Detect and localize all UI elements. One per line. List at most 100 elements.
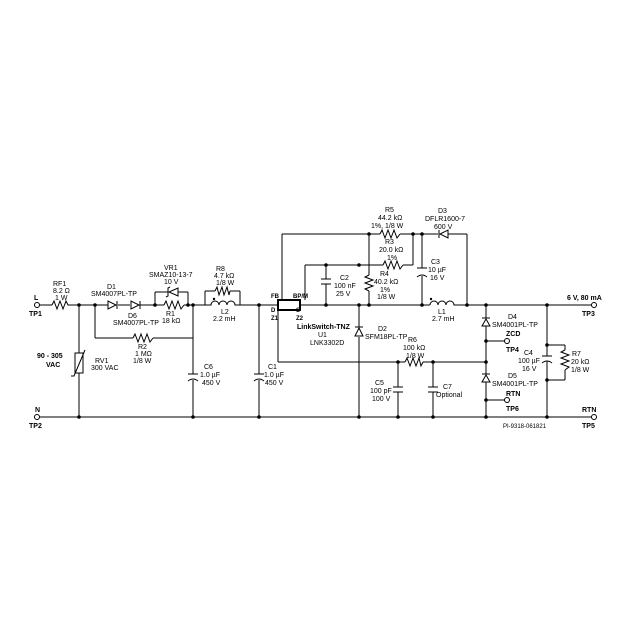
svg-text:D3: D3 xyxy=(438,208,447,215)
svg-text:1 MΩ: 1 MΩ xyxy=(135,351,152,358)
svg-text:VR1: VR1 xyxy=(164,265,178,272)
svg-text:20.0 kΩ: 20.0 kΩ xyxy=(379,247,403,254)
svg-text:16 V: 16 V xyxy=(430,275,445,282)
svg-text:25 V: 25 V xyxy=(336,291,351,298)
svg-text:RV1: RV1 xyxy=(95,358,109,365)
svg-text:C7: C7 xyxy=(443,384,452,391)
svg-text:R8: R8 xyxy=(216,266,225,273)
terminal-id-tp1: TP1 xyxy=(29,311,42,318)
svg-text:8.2 Ω: 8.2 Ω xyxy=(53,288,70,295)
diode-d1: D1 SM4007PL-TP xyxy=(91,284,137,310)
capacitor-c4: C4 100 µF 16 V xyxy=(518,350,553,373)
figure-id: PI-9318-061821 xyxy=(503,424,547,430)
svg-text:VAC: VAC xyxy=(46,362,60,369)
capacitor-c1: C1 1.0 µF 450 V xyxy=(253,364,284,387)
capacitor-c2: C2 100 nF 25 V xyxy=(321,275,356,298)
svg-text:1.0 µF: 1.0 µF xyxy=(264,372,284,379)
output-voltage-label: 6 V, 80 mA xyxy=(567,295,602,302)
zener-vr1: VR1 SMAZ10-13-7 10 V xyxy=(149,265,193,298)
diode-d2: D2 SFM18PL-TP xyxy=(354,326,408,341)
terminal-label-l: L xyxy=(34,295,39,302)
terminal-id-tp3: TP3 xyxy=(582,311,595,318)
ic-u1: FB BP/M D S Z1 Z2 LinkSwitch-TNZ U1 LNK3… xyxy=(271,294,351,347)
svg-text:SM4001PL-TP: SM4001PL-TP xyxy=(492,381,538,388)
svg-text:100 µF: 100 µF xyxy=(518,358,540,365)
terminal-label-n: N xyxy=(35,407,40,414)
varistor-rv1: RV1 300 VAC xyxy=(71,349,119,377)
inductor-l1: L1 2.7 mH xyxy=(429,297,456,323)
terminal-tp6: RTN TP6 xyxy=(504,391,520,413)
terminal-tp3: 6 V, 80 mA TP3 xyxy=(567,295,602,318)
svg-text:C1: C1 xyxy=(268,364,277,371)
svg-text:SM4001PL-TP: SM4001PL-TP xyxy=(492,322,538,329)
svg-text:100 kΩ: 100 kΩ xyxy=(403,345,425,352)
fuse-resistor-rf1: RF1 8.2 Ω 1 W xyxy=(51,281,70,311)
svg-text:C3: C3 xyxy=(431,259,440,266)
terminal-label-rtn: RTN xyxy=(582,407,596,414)
svg-text:D4: D4 xyxy=(508,314,517,321)
resistor-r3: R3 20.0 kΩ 1% xyxy=(379,239,404,271)
svg-text:C2: C2 xyxy=(340,275,349,282)
capacitor-c6: C6 1.0 µF 450 V xyxy=(187,364,221,387)
svg-text:SM4007PL-TP: SM4007PL-TP xyxy=(91,291,137,298)
svg-text:Optional: Optional xyxy=(436,392,463,399)
svg-text:300 VAC: 300 VAC xyxy=(91,365,119,372)
pin-s-label: S xyxy=(296,308,300,314)
svg-text:44.2 kΩ: 44.2 kΩ xyxy=(378,215,402,222)
capacitor-c3: C3 10 µF 16 V xyxy=(416,259,446,282)
wires xyxy=(38,233,592,418)
capacitor-c7: C7 Optional xyxy=(428,384,463,399)
svg-text:SMAZ10-13-7: SMAZ10-13-7 xyxy=(149,272,193,279)
diode-d4: D4 SM4001PL-TP xyxy=(481,314,538,329)
svg-text:1%, 1/8 W: 1%, 1/8 W xyxy=(371,223,404,230)
svg-text:R7: R7 xyxy=(572,351,581,358)
pin-bpm-label: BP/M xyxy=(293,294,308,300)
terminal-id-tp5: TP5 xyxy=(582,423,595,430)
svg-text:20 kΩ: 20 kΩ xyxy=(571,359,589,366)
svg-text:1/8 W: 1/8 W xyxy=(133,358,152,365)
terminal-label-rtn-2: RTN xyxy=(506,391,520,398)
terminal-tp4: ZCD TP4 xyxy=(504,331,520,354)
svg-text:1 W: 1 W xyxy=(55,295,68,302)
svg-text:SFM18PL-TP: SFM18PL-TP xyxy=(365,334,408,341)
u1-ref-label: U1 xyxy=(318,332,327,339)
pin-z1-label: Z1 xyxy=(271,316,279,322)
svg-text:R5: R5 xyxy=(385,207,394,214)
svg-text:2.2 mH: 2.2 mH xyxy=(213,316,236,323)
diode-d6: D6 SM4007PL-TP xyxy=(113,300,159,327)
diode-d5: D5 SM4001PL-TP xyxy=(481,373,538,388)
svg-text:R1: R1 xyxy=(166,311,175,318)
resistor-r6: R6 100 kΩ 1/8 W xyxy=(403,337,425,368)
svg-text:10 V: 10 V xyxy=(164,279,179,286)
svg-text:40.2 kΩ: 40.2 kΩ xyxy=(374,279,398,286)
svg-text:R6: R6 xyxy=(408,337,417,344)
svg-text:1/8 W: 1/8 W xyxy=(216,280,235,287)
svg-text:L2: L2 xyxy=(221,309,229,316)
terminal-id-tp4: TP4 xyxy=(506,347,519,354)
svg-text:2.7 mH: 2.7 mH xyxy=(432,316,455,323)
svg-text:C5: C5 xyxy=(375,380,384,387)
resistor-r7: R7 20 kΩ 1/8 W xyxy=(559,349,590,374)
svg-text:D5: D5 xyxy=(508,373,517,380)
svg-text:DFLR1600-7: DFLR1600-7 xyxy=(425,216,465,223)
svg-text:1%: 1% xyxy=(380,287,390,294)
capacitor-c5: C5 100 pF 100 V xyxy=(370,380,403,403)
resistor-r4: R4 40.2 kΩ 1% 1/8 W xyxy=(363,271,398,301)
pin-d-label: D xyxy=(271,308,276,314)
svg-text:RF1: RF1 xyxy=(53,281,66,288)
svg-text:100 V: 100 V xyxy=(372,396,391,403)
svg-text:1/8 W: 1/8 W xyxy=(571,367,590,374)
svg-text:100 pF: 100 pF xyxy=(370,388,392,395)
svg-text:C4: C4 xyxy=(524,350,533,357)
inductor-l2: L2 2.2 mH xyxy=(205,297,240,323)
svg-text:1/8 W: 1/8 W xyxy=(377,294,396,301)
svg-text:4.7 kΩ: 4.7 kΩ xyxy=(214,273,234,280)
svg-text:D1: D1 xyxy=(107,284,116,291)
svg-text:D6: D6 xyxy=(128,313,137,320)
resistor-r2: R2 1 MΩ 1/8 W xyxy=(132,332,154,365)
svg-text:R3: R3 xyxy=(385,239,394,246)
svg-text:D2: D2 xyxy=(378,326,387,333)
svg-text:R2: R2 xyxy=(138,344,147,351)
svg-text:10 µF: 10 µF xyxy=(428,267,446,274)
